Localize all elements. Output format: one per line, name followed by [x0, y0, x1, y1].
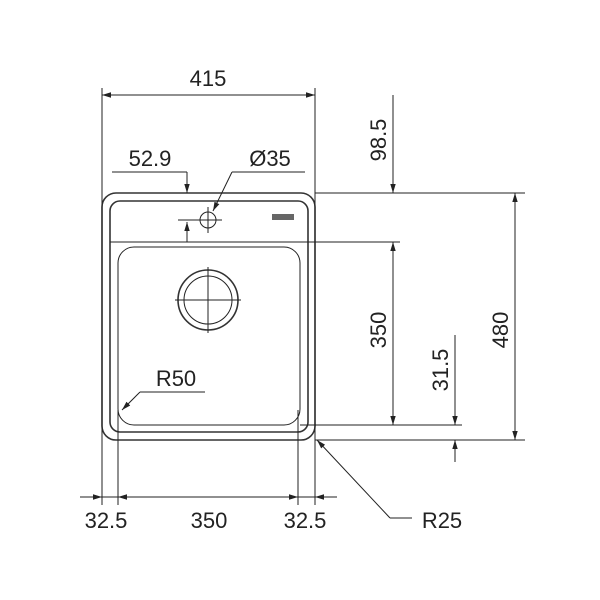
drain [175, 267, 241, 333]
tap-diameter-label: Ø35 [249, 146, 291, 171]
bowl-length-label: 350 [366, 312, 391, 349]
overall-length-label: 480 [488, 312, 513, 349]
extension-lines [101, 88, 525, 505]
tap-offset-label: 52.9 [129, 146, 172, 171]
overall-width-label: 415 [190, 66, 227, 91]
right-margin-label: 32.5 [284, 508, 327, 533]
tap-hole [178, 207, 222, 233]
left-margin-label: 32.5 [85, 508, 128, 533]
bowl-radius-label: R50 [156, 366, 196, 391]
sink-body [101, 192, 316, 441]
bowl-width-label: 350 [191, 508, 228, 533]
bottom-rim-label: 31.5 [428, 349, 453, 392]
outer-radius-label: R25 [422, 508, 462, 533]
top-to-bowl-label: 98.5 [366, 119, 391, 162]
logo-plate [272, 214, 294, 220]
bowl [117, 246, 301, 426]
